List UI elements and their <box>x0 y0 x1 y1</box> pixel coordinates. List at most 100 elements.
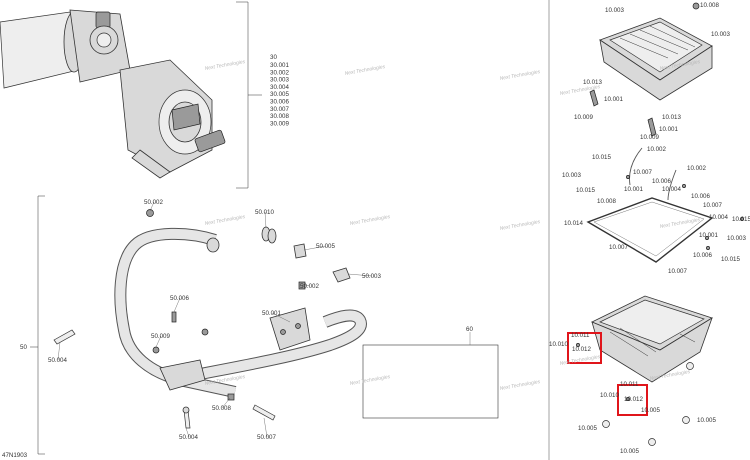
storage-part-label: 10.004 <box>709 214 728 221</box>
bumper-part-label: 50.007 <box>257 434 276 441</box>
leader-line <box>173 297 181 313</box>
watermark-text: Next Technologies <box>349 374 391 387</box>
storage-part-label: 10.014 <box>564 220 583 227</box>
storage-part-label: 10.006 <box>652 178 671 185</box>
storage-part-label: 10.007 <box>633 169 652 176</box>
storage-part-label: 10.003 <box>727 235 746 242</box>
bumper-part-label: 50.005 <box>316 243 335 250</box>
bumper-part-label: 50.002 <box>144 199 163 206</box>
winch-part-number: 30.006 <box>270 99 289 106</box>
box-60-label: 60 <box>466 326 473 333</box>
storage-part-label: 10.009 <box>640 134 659 141</box>
storage-part-label: 10.003 <box>605 7 624 14</box>
bumper-part-label: 50.001 <box>262 310 281 317</box>
box-60: 60 <box>362 326 499 419</box>
storage-seal-illustration <box>586 197 714 263</box>
storage-part-label: 10.010 <box>600 392 619 399</box>
winch-part-number: 30.008 <box>270 113 289 120</box>
storage-part-label: 10.003 <box>562 172 581 179</box>
bumper-bracket: 50 <box>20 195 45 455</box>
bumper-illustration <box>53 209 367 429</box>
winch-part-number: 30.002 <box>270 69 289 76</box>
storage-part-label: 10.001 <box>659 126 678 133</box>
leader-line <box>263 417 268 438</box>
storage-part-label: 10.008 <box>700 2 719 9</box>
watermark-text: Next Technologies <box>344 64 386 77</box>
watermark-text: Next Technologies <box>499 379 541 392</box>
storage-part-label: 10.001 <box>624 186 643 193</box>
winch-part-list: 30 30.00130.00230.00330.00430.00530.0063… <box>270 54 289 127</box>
leader-line <box>149 201 155 212</box>
storage-part-label: 10.005 <box>578 425 597 432</box>
storage-part-label: 10.001 <box>604 96 623 103</box>
winch-part-number: 30.001 <box>270 62 289 69</box>
bumper-part-label: 50.003 <box>362 273 381 280</box>
storage-part-label: 10.013 <box>583 79 602 86</box>
storage-part-label: 10.011 <box>571 332 590 339</box>
storage-part-label: 10.007 <box>703 202 722 209</box>
winch-part-number: 30.007 <box>270 106 289 113</box>
watermark-text: Next Technologies <box>204 214 246 227</box>
highlight-box-lower <box>617 384 648 416</box>
winch-illustration <box>0 9 226 179</box>
leader-line <box>57 341 61 361</box>
storage-part-label: 10.009 <box>574 114 593 121</box>
storage-tub-illustration <box>576 295 713 446</box>
winch-part-number: 30.009 <box>270 120 289 127</box>
storage-part-label: 10.001 <box>699 232 718 239</box>
storage-part-label: 10.011 <box>620 381 639 388</box>
storage-part-label: 10.004 <box>662 186 681 193</box>
storage-part-label: 10.003 <box>711 31 730 38</box>
bumper-part-label: 50.004 <box>48 357 67 364</box>
highlight-box-upper <box>567 332 602 364</box>
storage-part-label: 10.013 <box>662 114 681 121</box>
leader-line <box>303 245 327 251</box>
storage-part-label: 10.007 <box>668 268 687 275</box>
storage-part-label: 10.012 <box>572 346 591 353</box>
winch-part-number: 30.005 <box>270 91 289 98</box>
storage-part-label: 10.002 <box>647 146 666 153</box>
bumper-part-labels: 50.002 50.010 50.005 50.003 50.002 50.006 50.0… <box>48 199 381 441</box>
bumper-part-label: 50.002 <box>300 283 319 290</box>
watermark-text: Next Technologies <box>659 217 701 230</box>
storage-part-label: 10.006 <box>693 252 712 259</box>
storage-part-label: 10.015 <box>732 216 750 223</box>
winch-part-number: 30.003 <box>270 77 289 84</box>
storage-part-label: 10.015 <box>576 187 595 194</box>
bumper-part-label: 50.004 <box>179 434 198 441</box>
watermark-text: Next Technologies <box>499 219 541 232</box>
winch-bracket <box>236 1 262 189</box>
leader-line <box>347 273 373 277</box>
storage-part-label: 10.002 <box>687 165 706 172</box>
bumper-part-label: 50.008 <box>212 405 231 412</box>
storage-lid-illustration <box>589 2 713 137</box>
storage-part-label: 10.015 <box>592 154 611 161</box>
storage-part-label: 10.012 <box>624 396 643 403</box>
leader-line <box>264 211 267 229</box>
bumper-part-label: 50.009 <box>151 333 170 340</box>
storage-part-label: 10.015 <box>721 256 740 263</box>
watermark-text: Next Technologies <box>559 354 601 367</box>
leader-line <box>185 427 190 438</box>
storage-part-label: 10.005 <box>641 407 660 414</box>
watermark-text: Next Technologies <box>499 69 541 82</box>
storage-part-label: 10.008 <box>597 198 616 205</box>
storage-part-label: 10.005 <box>620 448 639 455</box>
storage-part-label: 10.006 <box>691 193 710 200</box>
leader-line <box>221 397 231 409</box>
leader-line <box>155 335 162 348</box>
watermark-text: Next Technologies <box>204 59 246 72</box>
leader-line <box>301 283 311 287</box>
storage-cable-illustration <box>626 147 744 250</box>
storage-part-label: 10.010 <box>549 341 568 348</box>
winch-group-label: 30 <box>270 54 277 61</box>
bumper-part-label: 50.010 <box>255 209 274 216</box>
watermark-text: Next Technologies <box>349 214 391 227</box>
bumper-part-label: 50.006 <box>170 295 189 302</box>
diagram-id: 47N1903 <box>2 452 28 459</box>
leader-line <box>271 312 291 323</box>
bumper-group-label: 50 <box>20 344 27 351</box>
highlight-boxes <box>567 332 648 416</box>
